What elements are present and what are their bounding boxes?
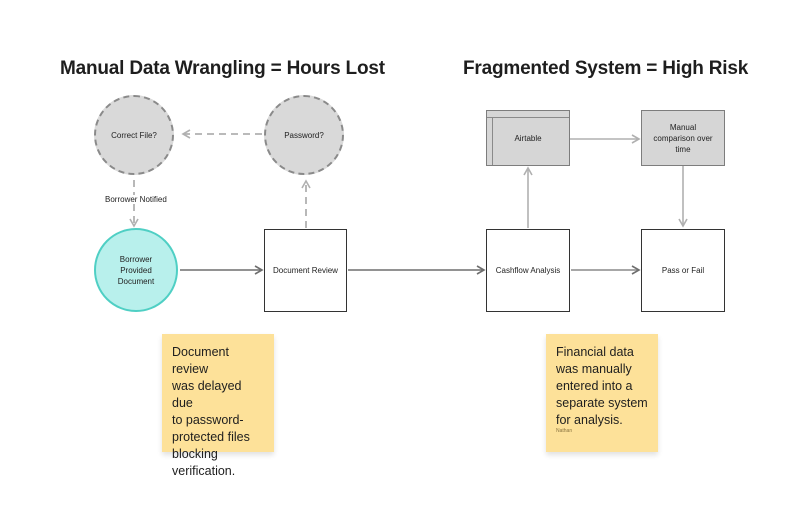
sticky-right-line-3: entered into a xyxy=(556,379,633,393)
node-document-review-label: Document Review xyxy=(273,266,338,275)
node-airtable-label: Airtable xyxy=(514,134,542,143)
node-comparison-line-1: Manual xyxy=(669,122,697,132)
node-borrower-provided-document: Borrower Provided Document xyxy=(94,228,178,312)
airtable-side-bar xyxy=(487,117,493,165)
sticky-left-line-6: verification. xyxy=(172,464,236,478)
label-borrower-notified: Borrower Notified xyxy=(103,195,169,204)
airtable-header-bar xyxy=(487,111,569,118)
sticky-right-line-1: Financial data xyxy=(556,345,634,359)
node-password: Password? xyxy=(264,95,344,175)
node-correct-file-label: Correct File? xyxy=(111,130,157,140)
sticky-right-line-4: separate system xyxy=(556,396,648,410)
node-borrower-line-1: Borrower xyxy=(119,254,153,264)
node-password-label: Password? xyxy=(284,130,324,140)
node-comparison-line-3: time xyxy=(675,144,691,154)
node-manual-comparison: Manual comparison over time xyxy=(641,110,725,166)
sticky-left-line-1: Document review xyxy=(172,345,229,376)
sticky-left-line-2: was delayed due xyxy=(172,379,242,410)
node-borrower-line-2: Provided xyxy=(120,265,152,275)
node-cashflow-analysis: Cashflow Analysis xyxy=(486,229,570,312)
title-manual-data-wrangling: Manual Data Wrangling = Hours Lost xyxy=(60,58,385,79)
sticky-left-line-3: to password- xyxy=(172,413,244,427)
sticky-note-right: Financial data was manually entered into… xyxy=(546,334,658,452)
sticky-right-line-5: for analysis. xyxy=(556,413,623,427)
sticky-note-left: Document review was delayed due to passw… xyxy=(162,334,274,478)
node-correct-file: Correct File? xyxy=(94,95,174,175)
node-airtable: Airtable xyxy=(486,110,570,166)
node-pass-or-fail: Pass or Fail xyxy=(641,229,725,312)
node-borrower-line-3: Document xyxy=(117,276,155,286)
sticky-left-line-4: protected files xyxy=(172,430,250,444)
node-cashflow-label: Cashflow Analysis xyxy=(495,266,561,275)
title-fragmented-system: Fragmented System = High Risk xyxy=(463,58,749,79)
node-document-review: Document Review xyxy=(264,229,347,312)
sticky-right-author: Nathan xyxy=(556,428,573,434)
node-comparison-line-2: comparison over xyxy=(653,133,713,143)
node-pass-or-fail-label: Pass or Fail xyxy=(661,266,705,275)
sticky-left-line-5: blocking xyxy=(172,447,218,461)
sticky-right-line-2: was manually xyxy=(556,362,632,376)
